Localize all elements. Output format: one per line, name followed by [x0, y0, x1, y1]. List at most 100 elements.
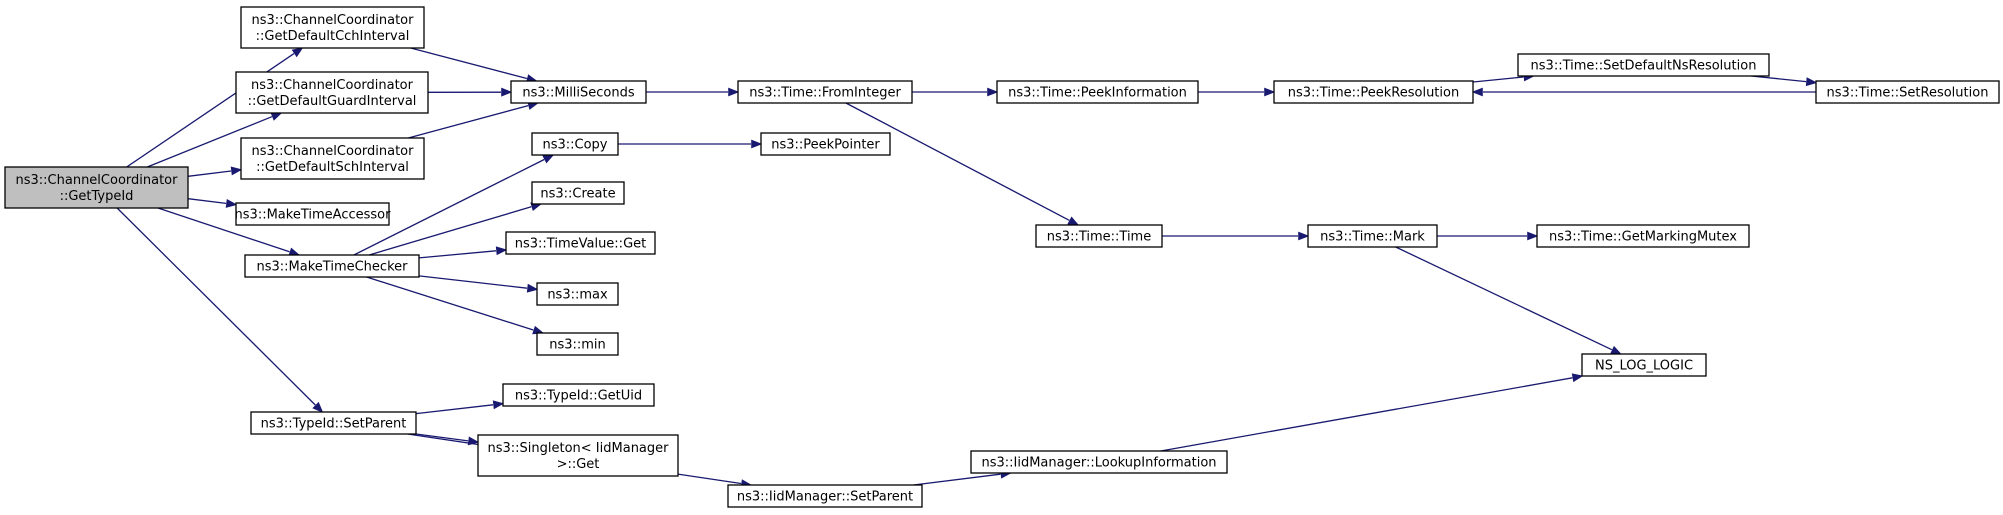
edge-setdefns-to-setres — [1751, 75, 1807, 83]
node-box — [1815, 80, 2000, 104]
arrowhead-root-to-sch — [230, 166, 243, 176]
edge-sch-to-milli — [408, 104, 529, 139]
node-setres[interactable]: ns3::Time::SetResolution — [1815, 80, 2000, 104]
edge-mark-to-nslog — [1395, 246, 1613, 351]
node-create[interactable]: ns3::Create — [531, 181, 625, 205]
arrowhead-mtc-to-copy — [542, 154, 555, 164]
edge-root-to-guard — [147, 116, 273, 168]
node-box — [531, 132, 619, 156]
node-mark[interactable]: ns3::Time::Mark — [1307, 224, 1438, 248]
edge-cch-to-milli — [410, 47, 528, 80]
node-lookupinfo[interactable]: ns3::IidManager::LookupInformation — [970, 450, 1228, 474]
node-label: ns3::max — [547, 288, 608, 303]
node-mtc[interactable]: ns3::MakeTimeChecker — [244, 254, 420, 278]
node-box — [250, 411, 417, 435]
node-iidsetparent[interactable]: ns3::IidManager::SetParent — [727, 484, 923, 508]
node-getuid[interactable]: ns3::TypeId::GetUid — [502, 383, 655, 407]
edge-lookupinfo-to-nslog — [1160, 377, 1573, 452]
node-box — [477, 434, 679, 477]
node-box — [510, 80, 647, 104]
node-frominteger[interactable]: ns3::Time::FromInteger — [737, 80, 913, 104]
edge-mtc-to-tvget — [418, 250, 497, 259]
arrowhead-root-to-guard — [270, 112, 283, 121]
node-label: ns3::MilliSeconds — [522, 86, 635, 101]
node-peekres[interactable]: ns3::Time::PeekResolution — [1273, 80, 1474, 104]
node-box — [760, 132, 891, 156]
node-box — [1273, 80, 1474, 104]
node-tvget[interactable]: ns3::TimeValue::Get — [505, 231, 656, 255]
node-mta[interactable]: ns3::MakeTimeAccessor — [235, 202, 392, 226]
node-box — [531, 181, 625, 205]
node-label: ns3::Time::GetMarkingMutex — [1549, 230, 1737, 245]
edge-peekres-to-setdefns — [1472, 76, 1524, 83]
node-label: ns3::MakeTimeChecker — [257, 260, 409, 275]
node-peekpointer[interactable]: ns3::PeekPointer — [760, 132, 891, 156]
node-box — [244, 254, 420, 278]
node-box — [235, 202, 390, 226]
node-label: ns3::TypeId::GetUid — [515, 389, 642, 404]
edge-root-to-sch — [187, 170, 232, 177]
arrowhead-frominteger-to-peekinfo — [987, 87, 999, 97]
node-label: ns3::Time::Time — [1047, 230, 1151, 245]
node-timetime[interactable]: ns3::Time::Time — [1035, 224, 1163, 248]
node-label: ns3::Time::FromInteger — [749, 86, 901, 101]
arrowhead-mtc-to-tvget — [495, 246, 508, 256]
node-singleton[interactable]: ns3::Singleton< IidManager>::Get — [477, 434, 679, 477]
arrowhead-root-to-cch — [291, 47, 304, 58]
edge-mtc-to-max — [418, 275, 528, 289]
node-box — [1035, 224, 1163, 248]
arrowhead-lookupinfo-to-nslog — [1571, 373, 1584, 383]
node-label: ns3::Time::SetResolution — [1827, 86, 1989, 101]
node-label: ns3::Time::PeekInformation — [1008, 86, 1187, 101]
edge-root-to-mtc — [157, 207, 290, 253]
arrowhead-mark-to-nslog — [1610, 345, 1623, 355]
node-label: ns3::ChannelCoordinator — [252, 144, 415, 159]
node-copy[interactable]: ns3::Copy — [531, 132, 619, 156]
node-label: ns3::Create — [540, 187, 615, 202]
node-setdefns[interactable]: ns3::Time::SetDefaultNsResolution — [1517, 53, 1770, 77]
node-milli[interactable]: ns3::MilliSeconds — [510, 80, 647, 104]
node-label: ns3::ChannelCoordinator — [252, 13, 415, 28]
node-guard[interactable]: ns3::ChannelCoordinator::GetDefaultGuard… — [235, 71, 429, 114]
node-box — [970, 450, 1228, 474]
node-label: ns3::MakeTimeAccessor — [235, 208, 392, 223]
node-setparent[interactable]: ns3::TypeId::SetParent — [250, 411, 417, 435]
arrowhead-mtc-to-max — [526, 283, 539, 293]
node-label: ::GetDefaultCchInterval — [256, 29, 410, 44]
node-getmarking[interactable]: ns3::Time::GetMarkingMutex — [1536, 224, 1750, 248]
edge-mtc-to-copy — [353, 158, 545, 256]
node-box — [1517, 53, 1770, 77]
node-box — [240, 6, 425, 49]
node-peekinfo[interactable]: ns3::Time::PeekInformation — [996, 80, 1199, 104]
node-max[interactable]: ns3::max — [536, 282, 619, 306]
node-box — [727, 484, 923, 508]
node-label: ::GetTypeId — [60, 189, 134, 204]
node-cch[interactable]: ns3::ChannelCoordinator::GetDefaultCchIn… — [240, 6, 425, 49]
node-min[interactable]: ns3::min — [536, 332, 619, 356]
node-root[interactable]: ns3::ChannelCoordinator::GetTypeId — [4, 166, 189, 209]
node-label: ns3::ChannelCoordinator — [251, 78, 414, 93]
node-box — [4, 166, 189, 209]
edge-root-to-setparent — [116, 207, 316, 406]
node-label: ::GetDefaultGuardInterval — [248, 94, 417, 109]
node-label: >::Get — [557, 457, 600, 472]
node-label: ns3::Time::PeekResolution — [1288, 86, 1459, 101]
edge-setparent-to-singleton — [415, 433, 469, 442]
node-label: ns3::TimeValue::Get — [515, 237, 647, 252]
node-label: ns3::ChannelCoordinator — [16, 173, 179, 188]
node-box — [536, 332, 619, 356]
node-box — [536, 282, 619, 306]
arrowhead-timetime-to-mark — [1298, 231, 1310, 241]
node-label: ns3::IidManager::LookupInformation — [981, 456, 1216, 471]
edge-mtc-to-min — [366, 276, 534, 331]
node-box — [1536, 224, 1750, 248]
node-nslog[interactable]: NS_LOG_LOGIC — [1581, 353, 1707, 377]
arrowhead-setdefns-to-setres — [1805, 77, 1818, 87]
node-label: ns3::PeekPointer — [771, 138, 880, 153]
edge-root-to-mta — [187, 198, 227, 205]
arrowhead-mark-to-getmarking — [1527, 231, 1539, 241]
arrowhead-setres-to-peekres — [1471, 87, 1483, 97]
arrowhead-peekinfo-to-peekres — [1264, 87, 1276, 97]
node-box — [235, 71, 429, 114]
node-sch[interactable]: ns3::ChannelCoordinator::GetDefaultSchIn… — [240, 137, 425, 180]
